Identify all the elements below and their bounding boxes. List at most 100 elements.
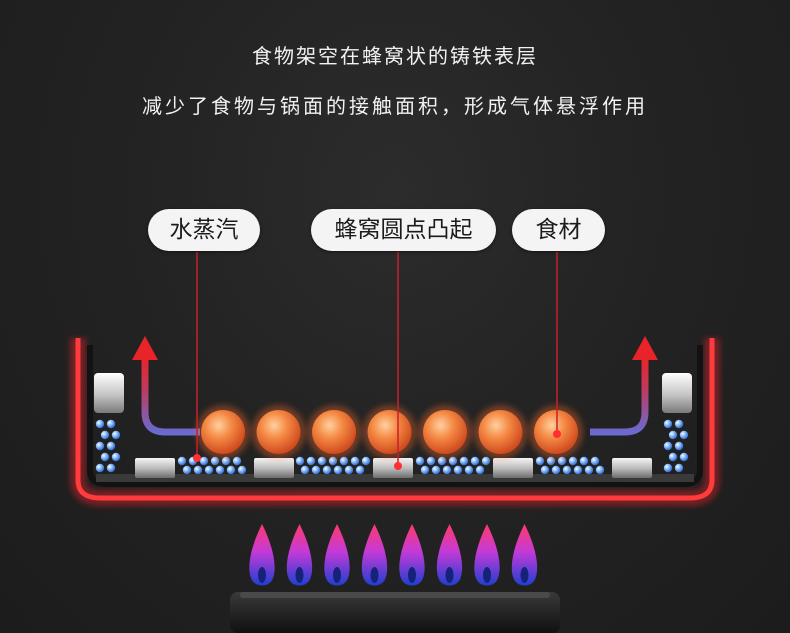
steam-bubble [562,465,572,475]
steam-bubble [106,463,116,473]
steam-bubble [674,441,684,451]
honeycomb-block [373,458,413,478]
steam-bubbles [95,419,689,475]
steam-bubble [215,465,225,475]
steam-bubble [674,419,684,429]
pointer-dot-icon [193,454,201,462]
honeycomb-block [135,458,175,478]
steam-bubble [475,465,485,475]
steam-bubble [333,465,343,475]
steam-bubble [350,456,360,466]
honeycomb-block [612,458,652,478]
steam-bubble [426,456,436,466]
gas-flame-icon [286,524,313,586]
side-block-left [94,373,124,413]
food-ball [256,410,301,454]
steam-bubble [300,465,310,475]
label-food: 食材 [512,209,605,251]
side-block-right [662,373,692,413]
steam-bubble [182,465,192,475]
steam-bubble [204,465,214,475]
gas-flame-icon [324,524,350,586]
flames [249,524,538,586]
steam-bubble [295,456,305,466]
steam-arrow-right [590,358,649,436]
label-honeycomb-dots: 蜂窝圆点凸起 [311,209,496,251]
steam-bubble [590,456,600,466]
food-ball [201,410,245,454]
honeycomb-block [254,458,294,478]
steam-bubble [95,463,105,473]
steam-bubble [663,441,673,451]
food-ball [423,410,467,454]
caption-line-2: 减少了食物与锅面的接触面积，形成气体悬浮作用 [142,94,648,118]
burner-base [230,592,560,633]
flame-core [370,567,379,583]
gas-flame-icon [399,524,425,586]
food-ball [312,410,356,454]
steam-bubble [193,465,203,475]
steam-bubble [584,465,594,475]
gas-flame-icon [474,524,500,586]
steam-bubble [344,465,354,475]
food-ball [367,410,412,454]
steam-bubble [453,465,463,475]
burner-rim [240,592,550,598]
red-up-arrow-icon [632,336,658,360]
steam-bubble [470,456,480,466]
steam-bubble [111,452,121,462]
steam-bubble [663,463,673,473]
gas-flame-icon [249,524,275,586]
steam-bubble [431,465,441,475]
steam-bubble [311,465,321,475]
steam-bubble [106,441,116,451]
red-up-arrow-icon [132,336,158,360]
steam-bubble [674,463,684,473]
steam-bubble [361,456,371,466]
steam-bubble [540,465,550,475]
steam-bubble [459,456,469,466]
steam-bubble [448,456,458,466]
honeycomb-block [493,458,533,478]
steam-bubble [199,456,209,466]
flame-core [445,567,454,583]
food-balls [196,405,583,459]
steam-bubble [306,456,316,466]
flame-core [520,567,529,583]
gas-flame-icon [436,524,463,586]
steam-bubble [317,456,327,466]
steam-bubble [595,465,605,475]
steam-bubble [573,465,583,475]
steam-bubble [95,441,105,451]
steam-bubble [111,430,121,440]
steam-bubble [481,456,491,466]
flame-core [408,567,416,583]
honeycomb-blocks [135,458,652,478]
steam-bubble [355,465,365,475]
gas-flame-icon [361,524,388,586]
flame-core [333,567,341,583]
steam-bubble [100,430,110,440]
caption-line-1: 食物架空在蜂窝状的铸铁表层 [252,44,538,68]
steam-bubble [464,465,474,475]
steam-bubble [210,456,220,466]
steam-bubble [177,456,187,466]
pan-inner-wall [87,345,703,487]
steam-bubble [322,465,332,475]
gas-flame-icon [511,524,538,586]
steam-bubble [420,465,430,475]
steam-bubble [237,465,247,475]
steam-bubble [339,456,349,466]
steam-bubble [663,419,673,429]
steam-bubble [106,419,116,429]
steam-bubble [442,465,452,475]
label-steam: 水蒸汽 [148,209,260,251]
steam-bubble [415,456,425,466]
steam-arrow-left [141,358,200,436]
steam-bubble [551,465,561,475]
flame-core [258,567,266,583]
steam-bubble [95,419,105,429]
steam-bubble [668,430,678,440]
pan-outline [75,338,715,501]
